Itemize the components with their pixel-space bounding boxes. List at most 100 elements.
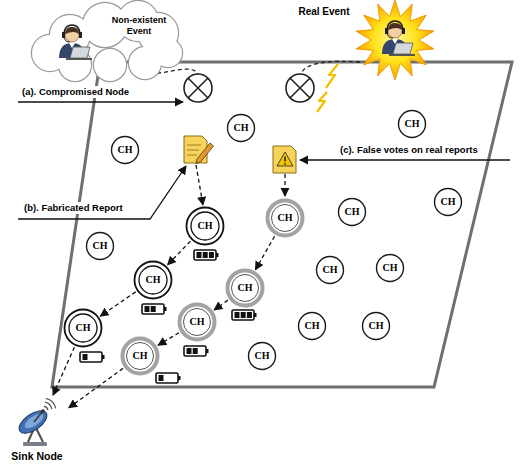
- headset-cup: [62, 32, 65, 38]
- battery-bar: [209, 252, 214, 258]
- headset-mic: [387, 34, 393, 38]
- signal-wave: [46, 398, 56, 408]
- node-inner-ring: [232, 275, 259, 302]
- node-outline: [228, 115, 255, 142]
- callout-label: (c). False votes on real reports: [338, 144, 480, 156]
- dish-stand: [28, 426, 43, 442]
- battery-bar: [203, 252, 208, 258]
- node-shape: [433, 187, 463, 217]
- node-label: CH: [323, 265, 338, 275]
- battery-icon: [156, 373, 181, 383]
- signal-wave: [44, 406, 48, 410]
- node-outline: [65, 310, 102, 347]
- battery-bar: [193, 348, 198, 354]
- fabricated-report: [184, 136, 214, 164]
- node-outline: [87, 233, 114, 260]
- battery-tip: [216, 253, 219, 257]
- operator-hair: [388, 23, 402, 30]
- cloud-outline: [154, 39, 182, 67]
- dashed-arrow: [255, 236, 274, 270]
- battery-bar: [151, 306, 156, 312]
- cluster-head: CH: [177, 302, 217, 342]
- battery-icon: [80, 352, 105, 362]
- node-outline: [377, 255, 404, 282]
- battery-bar: [247, 312, 252, 318]
- cloud-outline: [129, 47, 161, 79]
- operator-figure: [382, 21, 415, 55]
- callout-anchor: (b). Fabricated Report: [22, 202, 125, 214]
- cluster-head: CH: [226, 113, 256, 143]
- battery-body: [80, 352, 102, 362]
- node-outline: [180, 305, 215, 340]
- cloud-shape: [32, 1, 182, 81]
- node-shape: [375, 253, 405, 283]
- node-shape: [285, 0, 465, 82]
- node-shape: [20, 0, 186, 84]
- battery-bar: [83, 354, 88, 360]
- dish-bowl: [15, 406, 50, 437]
- battery-tip: [164, 307, 167, 311]
- cluster-head: CH: [185, 206, 225, 246]
- node-outline: [187, 208, 224, 245]
- callout-arrow: [18, 101, 183, 102]
- node-shape: [265, 198, 305, 238]
- node-label: CH: [133, 351, 148, 361]
- laptop: [393, 43, 413, 54]
- cloud-fill: [94, 49, 126, 81]
- cluster-head: CH: [265, 198, 305, 238]
- attacker-link: [150, 69, 198, 74]
- event-burst: Real Event: [285, 0, 465, 82]
- headset-band: [64, 25, 80, 36]
- laptop-base: [66, 58, 92, 60]
- cloud-fill: [138, 13, 178, 53]
- node-outline: [399, 111, 426, 138]
- cloud-fill: [83, 3, 127, 47]
- compromised-node: [184, 74, 212, 102]
- battery-body: [232, 310, 254, 320]
- cloud-outline: [50, 15, 90, 55]
- node-outline: [317, 257, 344, 284]
- warning-mark: [284, 157, 286, 162]
- node-inner-ring: [69, 314, 97, 342]
- compromised-circle: [184, 74, 212, 102]
- battery-icon: [194, 250, 219, 260]
- dashed-arrow: [53, 347, 74, 395]
- node-shape: [6, 396, 68, 466]
- cluster-head: CH: [247, 341, 277, 371]
- lightning-bolt: [317, 92, 327, 112]
- cloud-outline: [94, 49, 126, 81]
- battery-tip: [206, 349, 209, 353]
- node-inner-ring: [139, 266, 167, 294]
- node-shape: [315, 255, 345, 285]
- node-outline: [339, 199, 366, 226]
- cluster-head: CH: [315, 255, 345, 285]
- callout-anchor: (a). Compromised Node: [20, 86, 131, 98]
- node-label: CH: [405, 119, 420, 129]
- node-shape: [120, 336, 160, 376]
- operator-figure: [59, 25, 92, 59]
- cloud-outline: [83, 3, 127, 47]
- dish-base: [23, 442, 47, 446]
- node-shape: [226, 113, 256, 143]
- node-label: Non-existent Event: [106, 15, 172, 37]
- node-shape: [225, 268, 265, 308]
- operator-hair: [65, 27, 79, 34]
- node-label: CH: [234, 123, 249, 133]
- event-burst-shape: [356, 0, 434, 80]
- node-label: CH: [255, 351, 270, 361]
- node-outline: [249, 343, 276, 370]
- cluster-head: CH: [297, 311, 327, 341]
- node-shape: [247, 341, 277, 371]
- battery-body: [194, 250, 216, 260]
- compromised-circle: [286, 74, 314, 102]
- cluster-head: CH: [110, 135, 140, 165]
- cluster-head: CH: [85, 231, 115, 261]
- node-shape: [361, 311, 391, 341]
- operator-head: [388, 24, 402, 38]
- battery-bar: [235, 312, 240, 318]
- battery-bar: [159, 375, 164, 381]
- cluster-head: CH: [63, 308, 103, 348]
- cluster-head: CH: [133, 260, 173, 300]
